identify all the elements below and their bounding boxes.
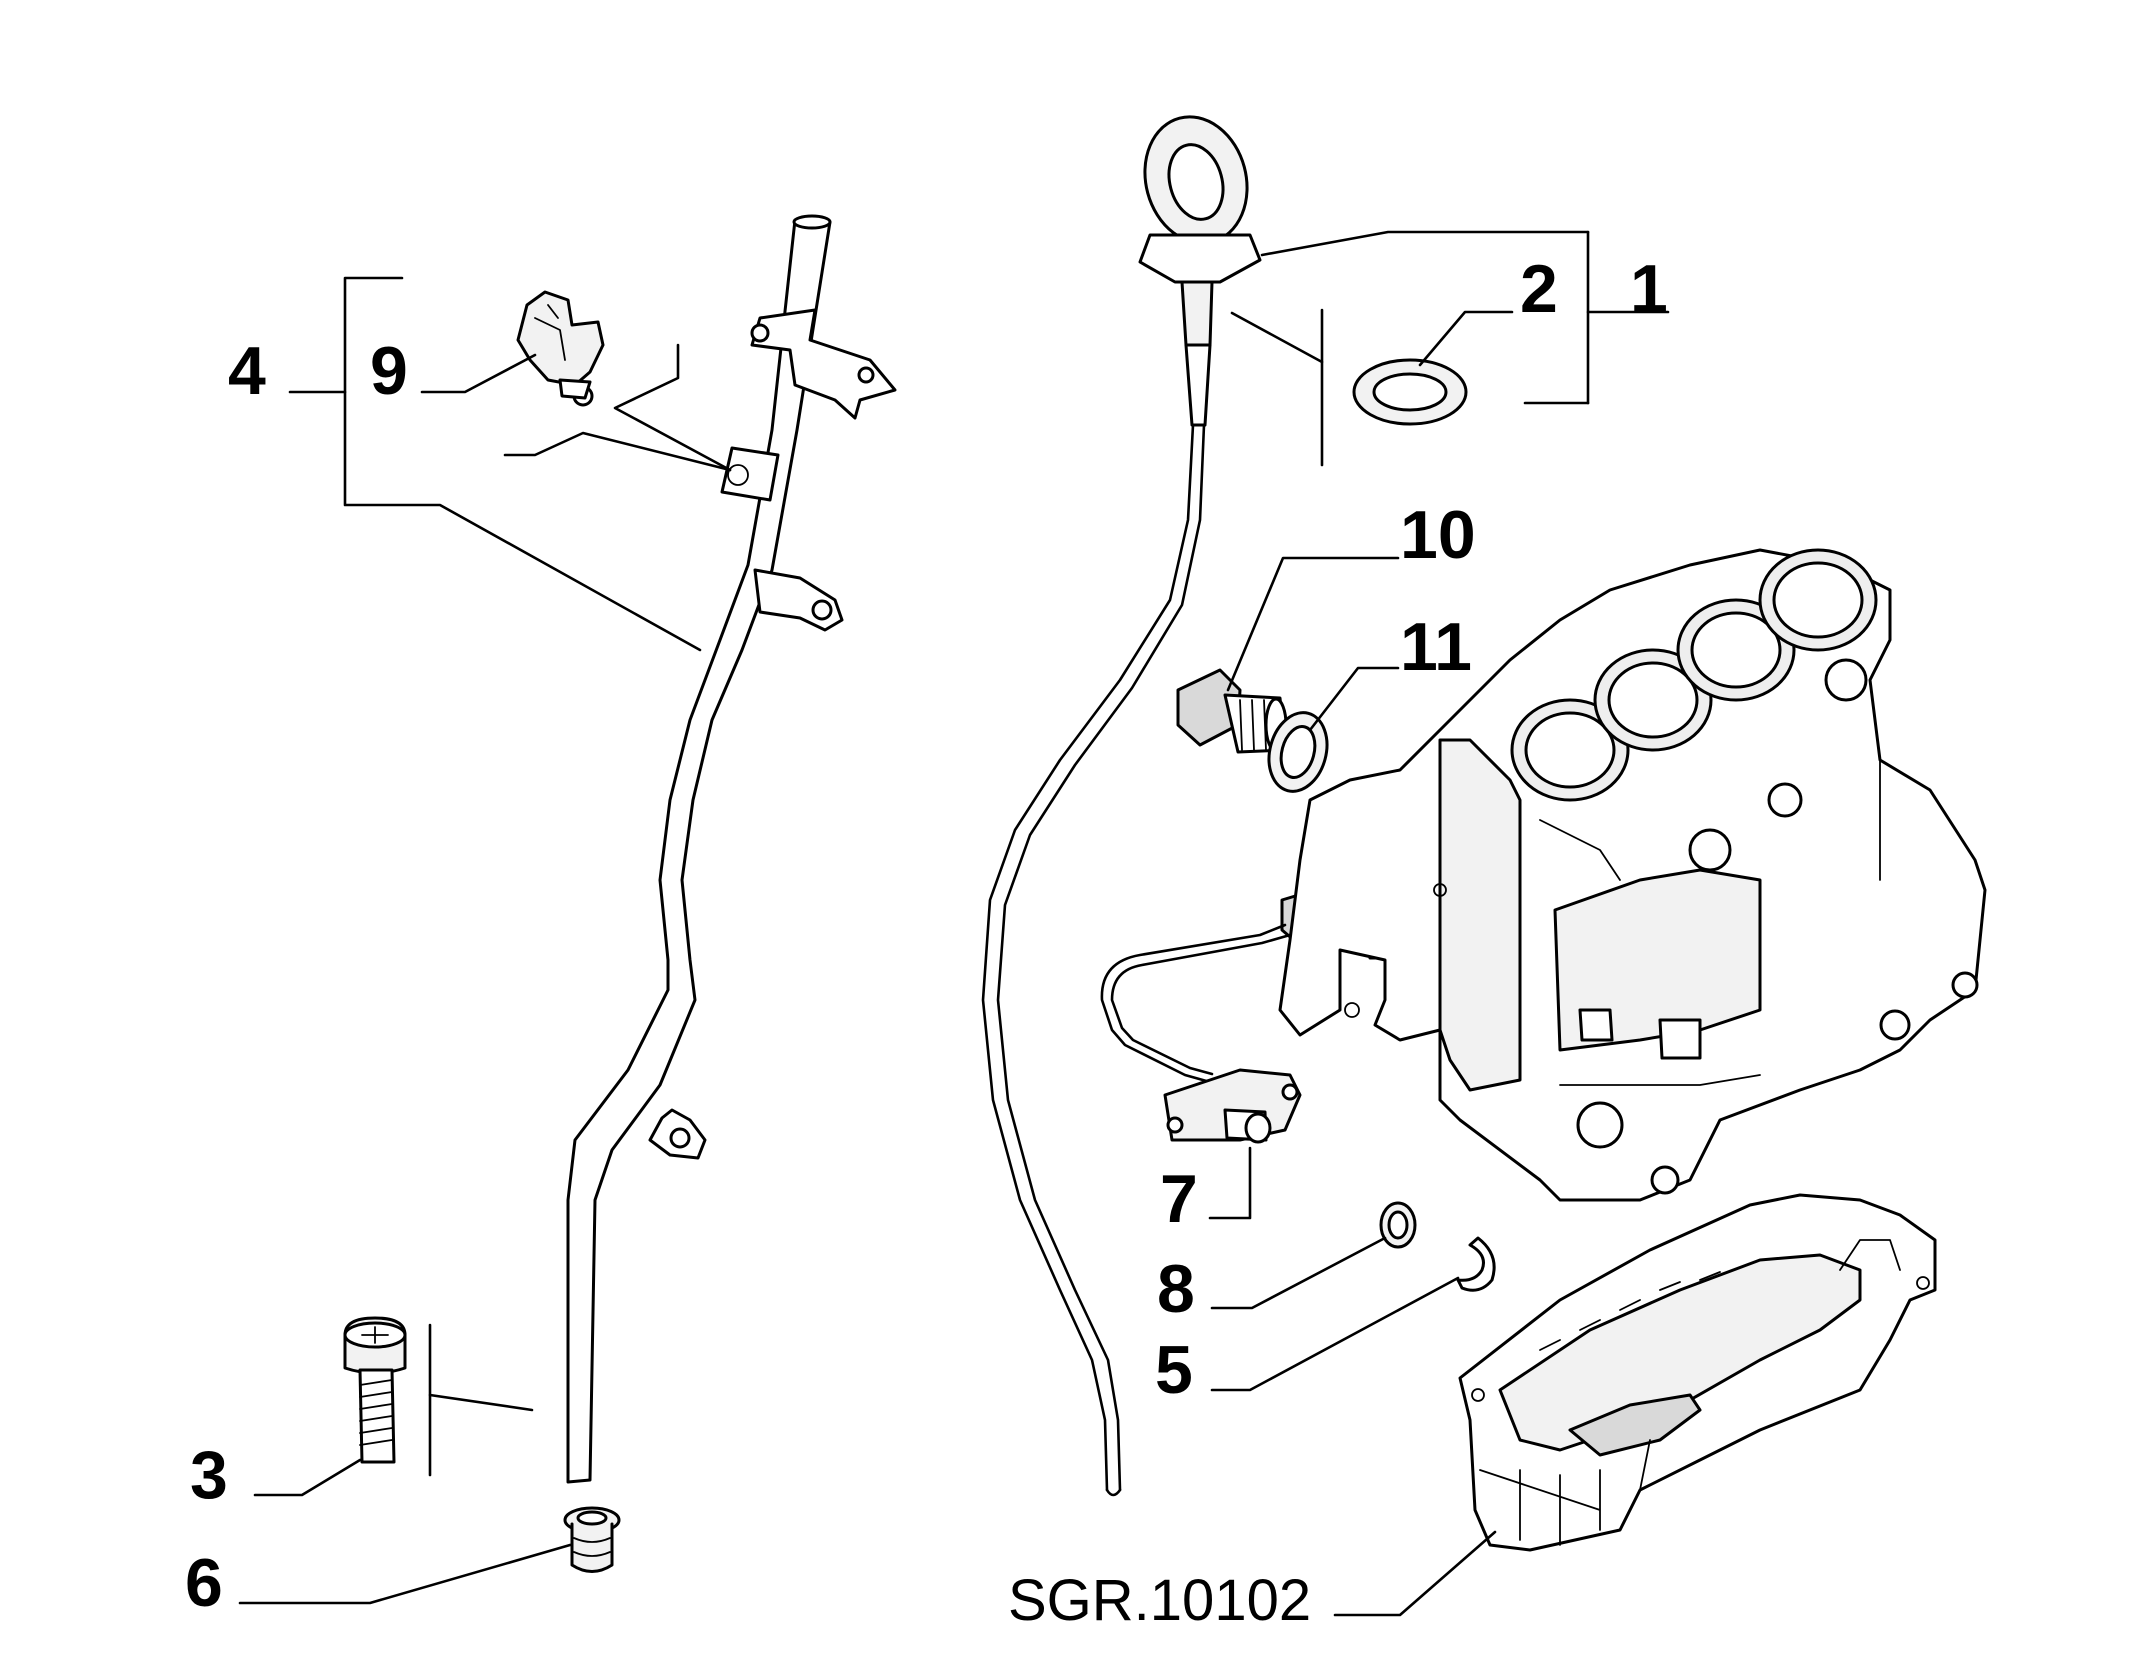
callout-10: 10 <box>1400 497 1476 573</box>
oil-sump <box>1458 1193 1937 1552</box>
dipstick-seal-ring[interactable] <box>1352 358 1468 426</box>
oil-dipstick[interactable] <box>981 105 1262 1497</box>
engine-block <box>1278 548 1987 1202</box>
guide-tube-clip[interactable] <box>516 290 605 407</box>
dipstick-guide-tube[interactable] <box>566 214 897 1484</box>
diagram-reference-code: SGR.10102 <box>1008 1568 1311 1633</box>
callout-9: 9 <box>370 333 408 409</box>
sensor-o-ring[interactable] <box>1379 1201 1417 1249</box>
callout-1: 1 <box>1630 251 1668 327</box>
callout-5: 5 <box>1155 1332 1193 1408</box>
retaining-clip[interactable] <box>1456 1236 1496 1292</box>
leader-lines <box>238 230 1670 1617</box>
callout-4: 4 <box>228 333 266 409</box>
callout-8: 8 <box>1157 1251 1195 1327</box>
plug-washer[interactable] <box>1261 706 1336 798</box>
callout-2: 2 <box>1520 251 1558 327</box>
callout-6: 6 <box>185 1545 223 1621</box>
drain-plug[interactable] <box>1176 668 1288 754</box>
callout-3: 3 <box>190 1437 228 1513</box>
tube-grommet[interactable] <box>563 1506 621 1573</box>
callout-7: 7 <box>1160 1161 1198 1237</box>
callout-11: 11 <box>1400 609 1472 685</box>
screw[interactable] <box>343 1316 407 1464</box>
